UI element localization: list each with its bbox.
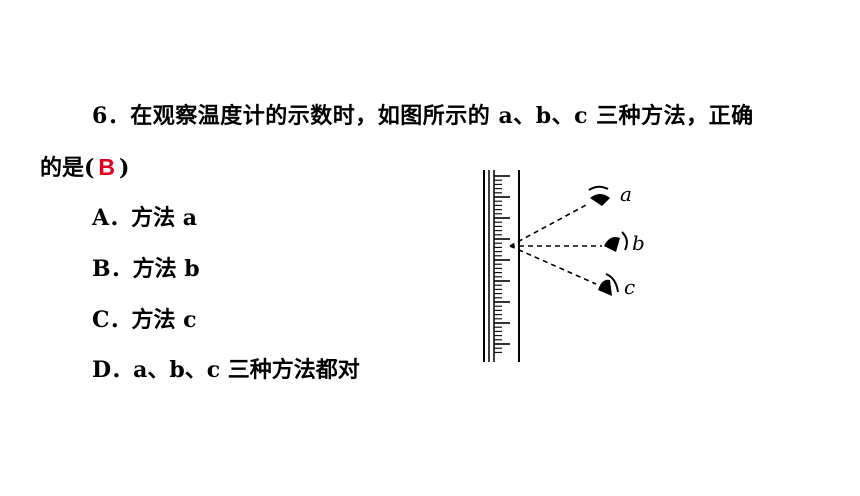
label-b: b [632, 231, 645, 255]
eye-a-icon [588, 185, 610, 206]
sight-line-c [509, 245, 597, 285]
option-b[interactable]: B．方法 b [92, 256, 200, 282]
answer-value: B [98, 154, 116, 180]
thermometer-diagram: a b c [483, 170, 645, 362]
answer-suffix: ) [119, 155, 130, 181]
option-a[interactable]: A．方法 a [92, 205, 197, 231]
label-c: c [624, 275, 635, 299]
thermometer-figure: a b c [470, 168, 670, 372]
question-stem: 6．在观察温度计的示数时，如图所示的 a、b、c 三种方法，正确 [92, 103, 754, 129]
option-c[interactable]: C．方法 c [92, 307, 197, 333]
option-d[interactable]: D．a、b、c 三种方法都对 [92, 357, 360, 383]
eye-c-icon [598, 273, 619, 296]
label-a: a [620, 182, 632, 206]
sight-line-a [509, 203, 589, 247]
scale-ticks [494, 175, 510, 353]
eye-b-icon [604, 231, 628, 252]
answer-prefix: 的是( [40, 155, 95, 181]
question-stem-answer-line: 的是(B) [40, 150, 129, 182]
